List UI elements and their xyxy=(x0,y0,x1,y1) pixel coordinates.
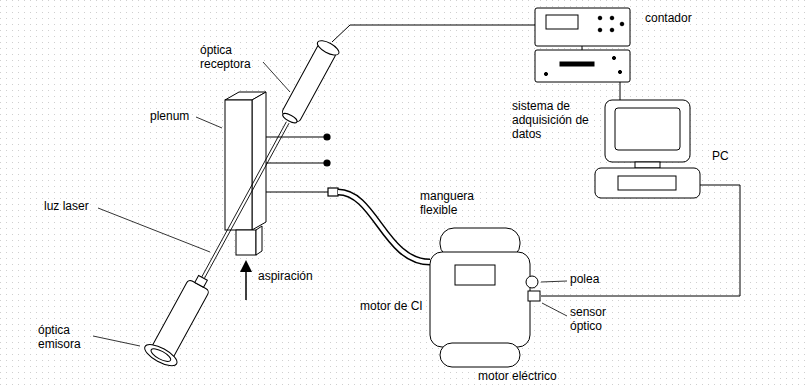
acquisition-device xyxy=(535,50,630,82)
acquisition-device xyxy=(544,72,547,75)
ic-engine xyxy=(430,252,530,347)
part-label: polea xyxy=(570,273,599,287)
probe xyxy=(266,162,325,163)
ic-engine xyxy=(430,228,530,367)
ic-engine xyxy=(455,265,495,285)
plenum-column xyxy=(225,100,252,230)
emitter-optic xyxy=(142,340,180,370)
part-label: motor eléctrico xyxy=(478,370,557,384)
probe xyxy=(328,188,338,196)
acquisition-device xyxy=(560,62,594,66)
receiver-optic xyxy=(315,38,341,58)
counter-device xyxy=(598,16,602,20)
plenum-column xyxy=(236,230,256,255)
part-label: manguera flexible xyxy=(420,190,484,218)
probe xyxy=(324,134,330,140)
part-label: óptica receptora xyxy=(200,44,262,72)
pc-computer xyxy=(595,100,700,198)
part-label: motor de CI xyxy=(360,300,423,314)
acquisition-device xyxy=(618,70,621,73)
pulley xyxy=(526,276,538,288)
optical-sensor xyxy=(528,291,540,301)
part-label: sensor óptico xyxy=(570,306,618,334)
pc-computer xyxy=(635,162,660,168)
receiver-optic xyxy=(281,112,298,125)
flexible-hose xyxy=(338,192,430,262)
part-label: plenum xyxy=(150,110,189,124)
emitter-optic xyxy=(149,346,172,364)
flexible-hose xyxy=(338,192,430,262)
acquisition-device xyxy=(535,50,630,82)
leader-line xyxy=(196,117,222,128)
pc-computer xyxy=(615,108,680,150)
leader-line xyxy=(93,336,140,346)
signal-wire xyxy=(541,185,740,296)
counter-device xyxy=(620,22,624,26)
ic-engine xyxy=(440,343,520,367)
plenum-column xyxy=(225,92,266,255)
pc-computer xyxy=(605,100,690,162)
part-label: contador xyxy=(645,12,692,26)
probe xyxy=(266,134,338,196)
emitter-optic xyxy=(202,122,287,277)
acquisition-device xyxy=(612,56,615,59)
part-label: luz laser xyxy=(44,200,89,214)
leader-line xyxy=(263,62,290,92)
part-label: aspiración xyxy=(258,270,313,284)
counter-device xyxy=(610,16,614,20)
part-label: sistema de adquisición de datos xyxy=(512,100,590,141)
leader-line xyxy=(541,281,567,282)
probe xyxy=(266,191,328,192)
part-label: óptica emisora xyxy=(38,324,92,352)
receiver-optic xyxy=(281,43,337,123)
pulley xyxy=(526,276,538,288)
counter-device xyxy=(546,15,578,29)
counter-device xyxy=(598,28,602,32)
plenum-column xyxy=(256,226,262,255)
counter-device xyxy=(535,8,630,46)
plenum-column xyxy=(252,92,266,230)
emitter-optic xyxy=(142,114,304,370)
pc-computer xyxy=(618,176,676,190)
signal-wire xyxy=(582,46,583,50)
leader-line xyxy=(542,303,567,316)
part-label: PC xyxy=(712,150,729,164)
flow-arrow xyxy=(245,266,247,300)
emitter-optic xyxy=(195,275,208,287)
signal-wire xyxy=(620,82,621,100)
signal-wire xyxy=(332,25,535,42)
pc-computer xyxy=(595,168,700,198)
receiver-optic xyxy=(278,38,341,127)
signal-wire xyxy=(332,25,740,296)
probe xyxy=(324,160,330,166)
leader-line xyxy=(93,62,567,346)
counter-device xyxy=(535,8,630,46)
flexible-hose xyxy=(338,192,430,262)
counter-device xyxy=(610,28,614,32)
leader-line xyxy=(98,208,210,252)
emitter-optic xyxy=(204,123,289,278)
probe xyxy=(266,136,325,137)
